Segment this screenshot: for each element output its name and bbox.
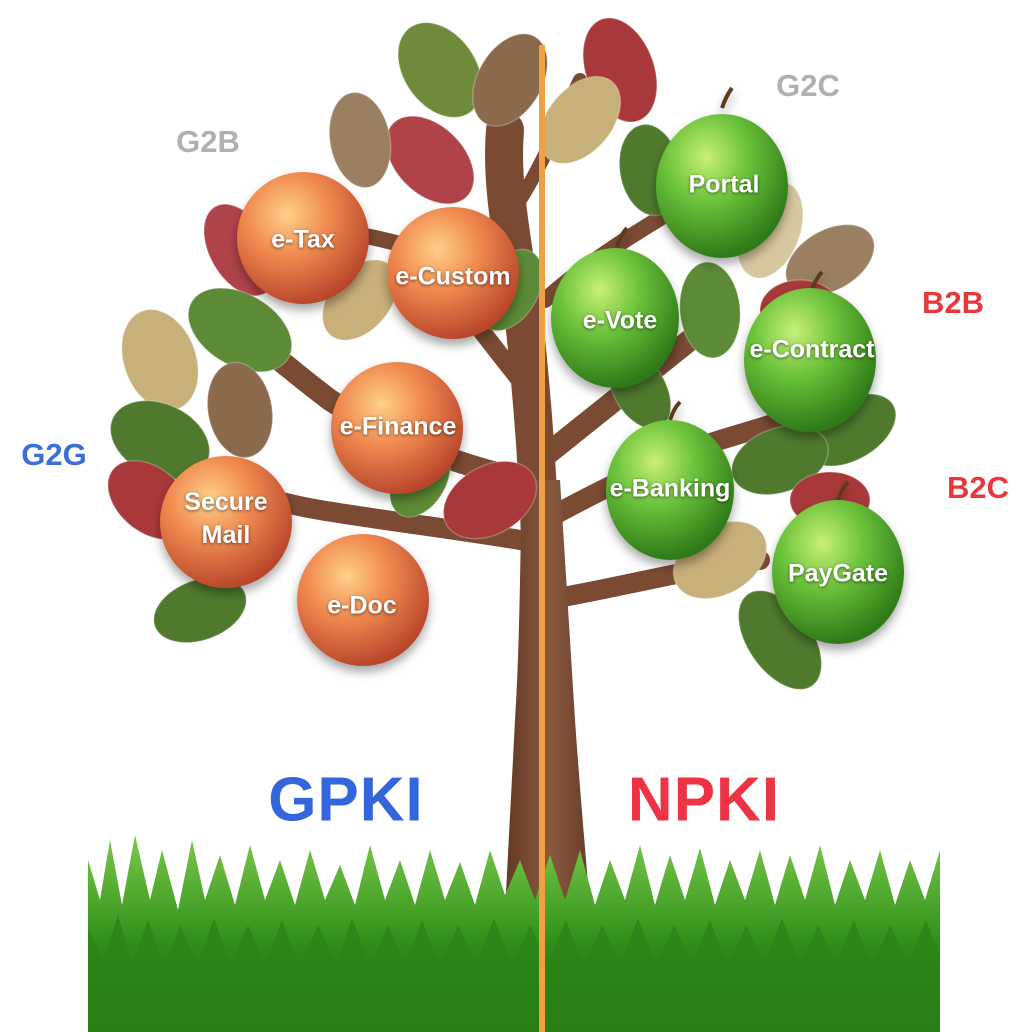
peach-e-tax bbox=[237, 172, 369, 304]
apple-paygate bbox=[772, 480, 904, 644]
fruit-label-e-custom: e-Custom bbox=[395, 262, 511, 291]
peach-e-doc bbox=[297, 534, 429, 666]
label-g2g: G2G bbox=[21, 437, 87, 472]
peach-e-finance bbox=[331, 362, 463, 494]
grass-ground bbox=[88, 835, 940, 1032]
label-g2c: G2C bbox=[776, 68, 840, 103]
fruit-label-paygate: PayGate bbox=[787, 559, 889, 588]
peach-fruits bbox=[160, 172, 519, 666]
fruit-label-e-tax: e-Tax bbox=[271, 225, 335, 254]
peach-secure-mail bbox=[160, 456, 292, 588]
apple-fruits bbox=[551, 86, 904, 644]
apple-portal bbox=[656, 86, 788, 258]
fruit-label-e-doc: e-Doc bbox=[327, 591, 397, 620]
apple-e-contract bbox=[744, 270, 876, 432]
label-b2c: B2C bbox=[946, 470, 1010, 505]
fruit-label-secure-mail: Secure Mail bbox=[184, 486, 267, 552]
fruit-label-secure-mail-text: Secure Mail bbox=[184, 488, 268, 549]
label-b2b: B2B bbox=[921, 285, 985, 320]
fruit-label-e-vote: e-Vote bbox=[582, 306, 658, 335]
fruit-label-e-finance: e-Finance bbox=[339, 412, 457, 441]
peach-e-custom bbox=[387, 207, 519, 339]
apple-e-vote bbox=[551, 226, 679, 388]
label-g2b: G2B bbox=[176, 124, 240, 159]
fruit-label-e-contract: e-Contract bbox=[749, 335, 875, 364]
label-npki: NPKI bbox=[627, 765, 781, 835]
label-gpki: GPKI bbox=[268, 765, 424, 835]
fruit-label-e-banking: e-Banking bbox=[609, 474, 731, 503]
fruit-label-portal: Portal bbox=[688, 170, 760, 199]
apple-e-banking bbox=[606, 400, 734, 560]
